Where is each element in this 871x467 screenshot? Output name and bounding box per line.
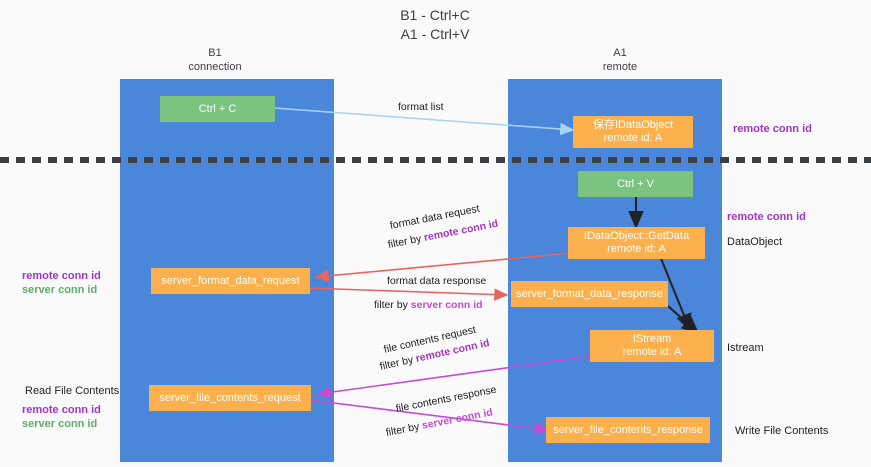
node-server-file-contents-request[interactable]: server_file_contents_request <box>149 385 311 411</box>
column-heading-a1: A1 remote <box>602 47 638 73</box>
node-istream-sublabel: remote id: A <box>622 346 682 358</box>
node-server-file-contents-response-label: server_file_contents_response <box>553 423 703 436</box>
right-label-remote-conn-id-top: remote conn id <box>733 123 812 135</box>
left-label-read-file-contents: Read File Contents <box>25 385 120 397</box>
left-label-server-conn-id-mid: server conn id <box>22 284 98 296</box>
node-ctrl-c-label: Ctrl + C <box>198 102 237 115</box>
node-idataobject-getdata[interactable]: IDataObject::GetData remote id: A <box>568 227 705 259</box>
node-idataobject-getdata-label: IDataObject::GetData <box>583 230 690 242</box>
left-label-server-conn-id-bottom: server conn id <box>22 418 98 430</box>
filter-prefix: filter by <box>378 353 418 373</box>
node-ctrl-v-label: Ctrl + V <box>617 177 654 190</box>
edge-label-format-data-response-filter: filter by server conn id <box>374 299 483 311</box>
node-server-file-contents-response[interactable]: server_file_contents_response <box>546 417 710 443</box>
left-label-remote-conn-id-bottom: remote conn id <box>22 404 101 416</box>
node-istream[interactable]: IStream remote id: A <box>590 330 714 362</box>
filter-prefix: filter by <box>374 299 411 311</box>
node-ctrl-v[interactable]: Ctrl + V <box>578 171 693 197</box>
keyword-server-conn-id: server conn id <box>410 299 483 311</box>
node-server-file-contents-request-label: server_file_contents_request <box>159 391 301 404</box>
edge-label-format-list: format list <box>398 101 444 113</box>
node-ctrl-c[interactable]: Ctrl + C <box>160 96 275 122</box>
left-label-group-bottom: remote conn id server conn id <box>22 403 101 431</box>
node-server-format-data-response[interactable]: server_format_data_response <box>511 281 668 307</box>
right-label-write-file-contents: Write File Contents <box>735 425 829 437</box>
column-heading-b1: B1 connection <box>188 47 242 73</box>
diagram-title: B1 - Ctrl+C A1 - Ctrl+V <box>400 7 470 42</box>
right-label-remote-conn-id-mid: remote conn id <box>727 211 806 223</box>
right-label-istream: Istream <box>727 342 764 354</box>
filter-prefix: filter by <box>384 420 424 439</box>
left-label-remote-conn-id-mid: remote conn id <box>22 270 101 282</box>
node-idataobject-getdata-sublabel: remote id: A <box>607 243 666 255</box>
right-label-dataobject: DataObject <box>727 236 783 248</box>
node-save-idataobject[interactable]: 保存IDataObject remote id: A <box>573 116 693 148</box>
node-server-format-data-response-label: server_format_data_response <box>516 287 663 300</box>
left-label-group-mid: remote conn id server conn id <box>22 269 101 297</box>
node-server-format-data-request-label: server_format_data_request <box>161 274 300 287</box>
filter-prefix: filter by <box>386 232 426 251</box>
node-save-idataobject-sublabel: remote id: A <box>603 132 663 144</box>
node-server-format-data-request[interactable]: server_format_data_request <box>151 268 310 294</box>
node-istream-label: IStream <box>632 333 672 345</box>
arrow-format-data-response <box>306 287 509 301</box>
node-save-idataobject-label: 保存IDataObject <box>592 119 674 131</box>
keyword-server-conn-id: server conn id <box>420 406 494 432</box>
edge-label-format-data-response: format data response <box>387 275 487 287</box>
